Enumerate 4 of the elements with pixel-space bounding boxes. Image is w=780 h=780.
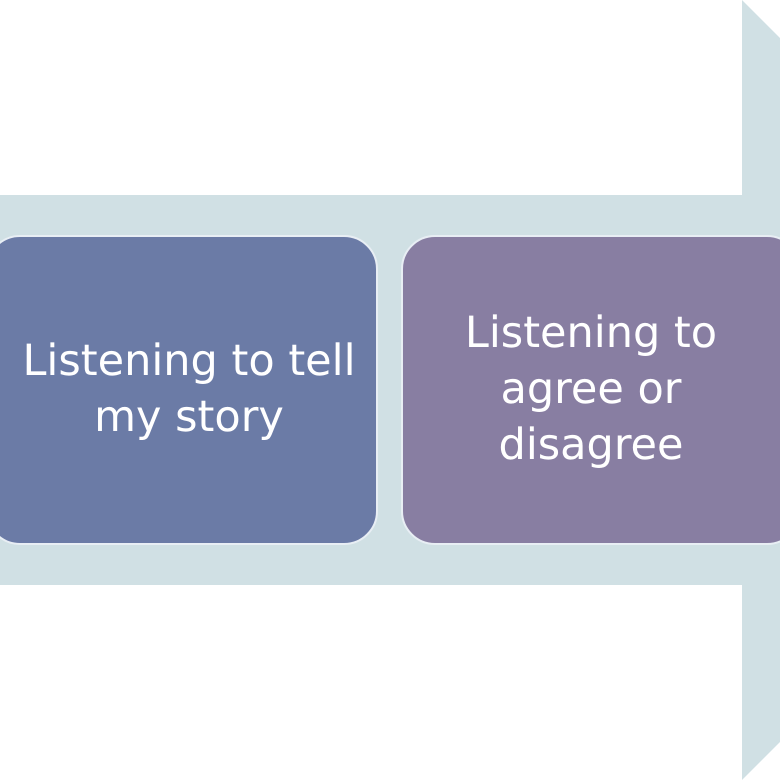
process-box: [0, 235, 378, 545]
process-box: [401, 235, 780, 545]
box-label: Listening to tell my story: [21, 335, 357, 444]
box-label: Listening to agree or disagree: [464, 307, 718, 472]
